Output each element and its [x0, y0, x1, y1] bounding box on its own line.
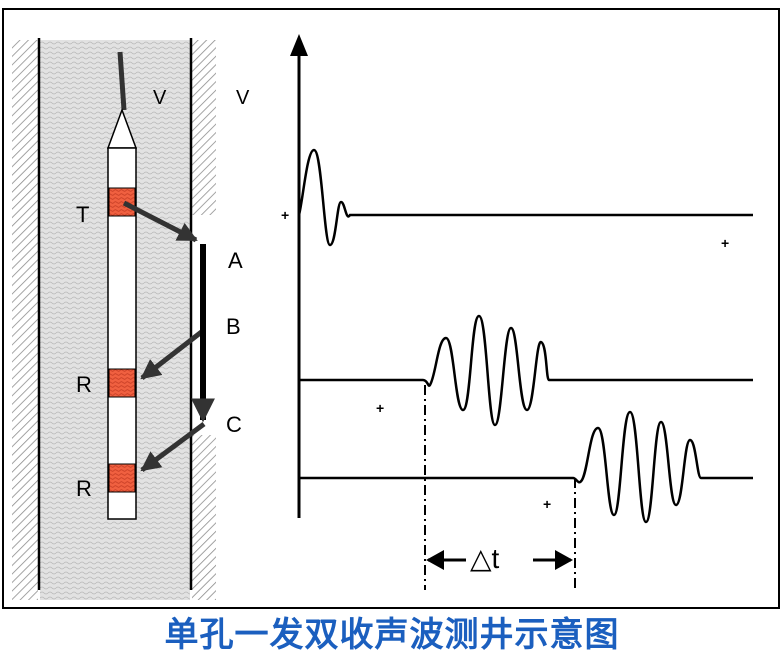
figure-frame — [2, 8, 780, 609]
ray-c-to-r2 — [140, 421, 206, 473]
cable — [117, 51, 127, 111]
vertical-axis-arrowhead — [290, 34, 308, 56]
label-receiver2: R — [76, 476, 92, 501]
plus-marker-2: + — [721, 235, 729, 251]
figure-caption: 单孔一发双收声波测井示意图 — [164, 615, 620, 655]
ray-t-to-a — [122, 200, 198, 243]
label-delta-t: △t — [470, 543, 500, 574]
label-v1: V — [153, 87, 167, 109]
left-rock-wall — [12, 40, 38, 600]
trace-receiver-2 — [299, 410, 753, 524]
plus-marker-4: + — [543, 496, 551, 512]
trace-transmitted — [297, 148, 753, 247]
label-v2: V — [236, 87, 250, 109]
receiver-r2 — [108, 463, 136, 493]
delta-t-arrowhead-left — [426, 550, 444, 570]
label-point-a: A — [228, 248, 243, 273]
label-point-b: B — [226, 314, 241, 339]
plus-marker-1: + — [281, 207, 289, 223]
label-point-c: C — [226, 412, 242, 437]
receiver-r1 — [108, 368, 136, 398]
ray-b-to-r1 — [140, 328, 206, 380]
trace-receiver-1 — [299, 314, 753, 427]
right-rock-wall-lower — [192, 435, 216, 600]
right-rock-wall-upper — [192, 40, 216, 215]
transmitter-t — [108, 187, 136, 217]
delta-t-arrowhead-right — [555, 550, 573, 570]
plus-marker-3: + — [376, 400, 384, 416]
label-transmitter: T — [76, 202, 89, 227]
label-receiver1: R — [76, 372, 92, 397]
